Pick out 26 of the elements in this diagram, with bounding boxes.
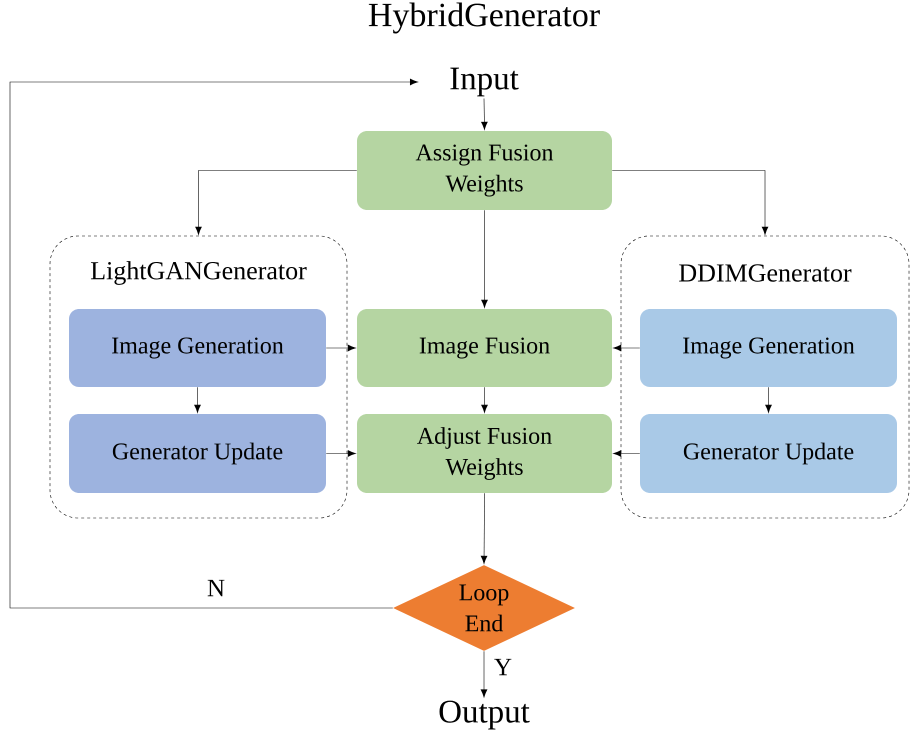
terminal-text: Output [440, 700, 530, 730]
arrow [613, 344, 640, 352]
arrow [480, 492, 488, 564]
arrow [481, 386, 488, 413]
arrow [613, 450, 640, 457]
arrow [195, 170, 358, 235]
process-box: Image Fusion [357, 309, 612, 387]
arrow [326, 450, 356, 457]
arrow [480, 650, 488, 698]
arrow [10, 78, 418, 608]
process-box: Generator Update [69, 414, 326, 493]
title: HybridGenerator [368, 2, 600, 34]
arrow [194, 386, 201, 413]
edge-label: N [206, 578, 226, 598]
process-box: Adjust Fusion Weights [357, 414, 612, 493]
terminal-text: Input [450, 68, 519, 96]
process-box: Generator Update [640, 414, 897, 493]
arrow [612, 170, 768, 235]
arrow [481, 98, 488, 130]
process-box: Image Generation [69, 309, 326, 387]
arrow [481, 210, 488, 308]
edge-label: Y [492, 658, 514, 676]
process-box: Assign Fusion Weights [357, 131, 612, 210]
arrow [765, 386, 772, 413]
arrow [326, 344, 356, 352]
process-box: Image Generation [640, 309, 897, 387]
